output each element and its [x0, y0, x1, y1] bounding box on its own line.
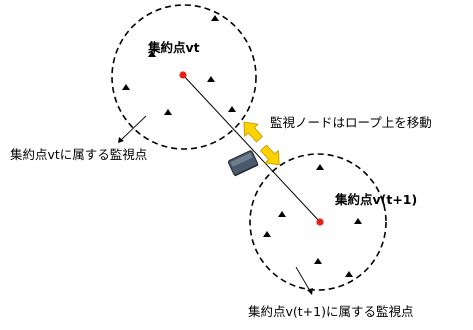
monitoring-point-triangle — [263, 231, 271, 237]
cluster-top-circle — [111, 4, 257, 150]
monitoring-point-triangle — [164, 109, 172, 115]
cluster-top-label: 集約点vt — [148, 40, 200, 55]
rope-line — [182, 74, 321, 223]
cluster-top-member-caption: 集約点vtに属する監視点 — [10, 147, 148, 162]
monitoring-node-icon — [227, 150, 259, 177]
monitoring-points-bottom — [263, 164, 362, 277]
pointer-arrowhead-top — [118, 137, 124, 143]
monitoring-point-triangle — [314, 258, 322, 264]
monitoring-point-triangle — [228, 106, 236, 112]
monitoring-point-triangle — [122, 84, 130, 90]
monitoring-points-top — [122, 15, 236, 115]
monitoring-point-triangle — [211, 15, 219, 21]
aggregation-point-bottom — [316, 218, 324, 226]
cluster-bottom-member-caption: 集約点v(t+1)に属する監視点 — [248, 304, 414, 319]
pointer-arrowhead-bottom — [307, 288, 313, 295]
monitoring-point-triangle — [316, 164, 324, 170]
monitoring-point-triangle — [354, 218, 362, 224]
monitoring-point-triangle — [278, 211, 286, 217]
cluster-bottom-label: 集約点v(t+1) — [335, 192, 418, 207]
node-movement-caption: 監視ノードはロープ上を移動 — [270, 115, 432, 130]
monitoring-point-triangle — [148, 51, 156, 57]
pointer-line-top — [120, 115, 147, 141]
movement-arrow-up — [243, 121, 263, 143]
monitoring-point-triangle — [207, 76, 215, 82]
movement-arrow-down — [260, 144, 280, 166]
cluster-bottom-circle — [249, 153, 387, 291]
pointer-line-bottom — [295, 266, 311, 292]
monitoring-point-triangle — [345, 271, 353, 277]
aggregation-point-top — [179, 71, 187, 79]
